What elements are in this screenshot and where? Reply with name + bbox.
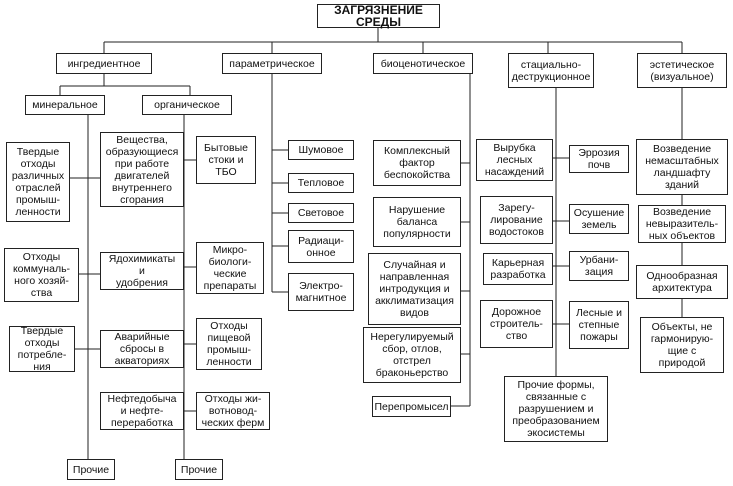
mineral-item: Отходы коммуналь- ного хозяй- ства	[4, 248, 79, 302]
category-biocenotic: биоценотическое	[373, 53, 473, 74]
shared-item: Вещества, образующиеся при работе двигат…	[100, 132, 184, 207]
shared-item: Ядохимикаты и удобрения	[100, 252, 184, 290]
shared-item: Нефтедобыча и нефте- переработка	[100, 392, 184, 430]
organic-item: Отходы пищевой промыш- ленности	[196, 318, 262, 370]
parametric-item: Электро- магнитное	[288, 273, 354, 311]
stational-item: Урбани- зация	[569, 251, 629, 281]
category-stational: стациально- деструкционное	[508, 53, 594, 88]
stational-item: Эррозия почв	[569, 145, 629, 173]
biocenotic-item: Перепромысел	[372, 396, 451, 417]
parametric-item: Тепловое	[288, 173, 354, 193]
parametric-item: Радиаци- онное	[288, 230, 354, 263]
subcategory-mineral: минеральное	[25, 95, 105, 115]
organic-item: Бытовые стоки и ТБО	[196, 136, 256, 184]
biocenotic-item: Случайная и направленная интродукция и а…	[368, 253, 461, 325]
aesthetic-item: Возведение невыразитель- ных объектов	[638, 205, 726, 243]
aesthetic-item: Объекты, не гармонирую- щие с природой	[640, 317, 724, 373]
subcategory-organic: органическое	[142, 95, 232, 115]
mineral-other: Прочие	[67, 459, 115, 480]
mineral-item: Твердые отходы потребле- ния	[9, 325, 75, 373]
parametric-item: Шумовое	[288, 140, 354, 160]
category-ingredient: ингредиентное	[56, 53, 152, 74]
stational-item: Вырубка лесных насаждений	[476, 139, 553, 181]
diagram-title: ЗАГРЯЗНЕНИЕ СРЕДЫ	[317, 4, 440, 28]
stational-item: Карьерная разработка	[483, 253, 553, 285]
stational-item: Зарегу- лирование водостоков	[480, 196, 553, 244]
stational-item: Дорожное строитель- ство	[480, 300, 553, 348]
stational-item: Лесные и степные пожары	[569, 301, 629, 349]
organic-item: Микро- биологи- ческие препараты	[196, 242, 264, 294]
biocenotic-item: Нерегулируемый сбор, отлов, отстрел брак…	[363, 327, 461, 383]
category-parametric: параметрическое	[222, 53, 322, 74]
aesthetic-item: Возведение немасштабных ландшафту зданий	[636, 139, 728, 195]
organic-other: Прочие	[175, 459, 223, 480]
mineral-item: Твердые отходы различных отраслей промыш…	[6, 142, 70, 222]
parametric-item: Световое	[288, 203, 354, 223]
stational-other: Прочие формы, связанные с разрушением и …	[504, 376, 608, 442]
biocenotic-item: Нарушение баланса популярности	[373, 197, 461, 247]
aesthetic-item: Однообразная архитектура	[636, 265, 728, 299]
stational-item: Осушение земель	[569, 204, 629, 234]
organic-item: Отходы жи- вотновод- ческих ферм	[196, 392, 270, 430]
category-aesthetic: эстетическое (визуальное)	[637, 53, 727, 88]
shared-item: Аварийные сбросы в акваториях	[100, 330, 184, 368]
biocenotic-item: Комплексный фактор беспокойства	[373, 140, 461, 186]
